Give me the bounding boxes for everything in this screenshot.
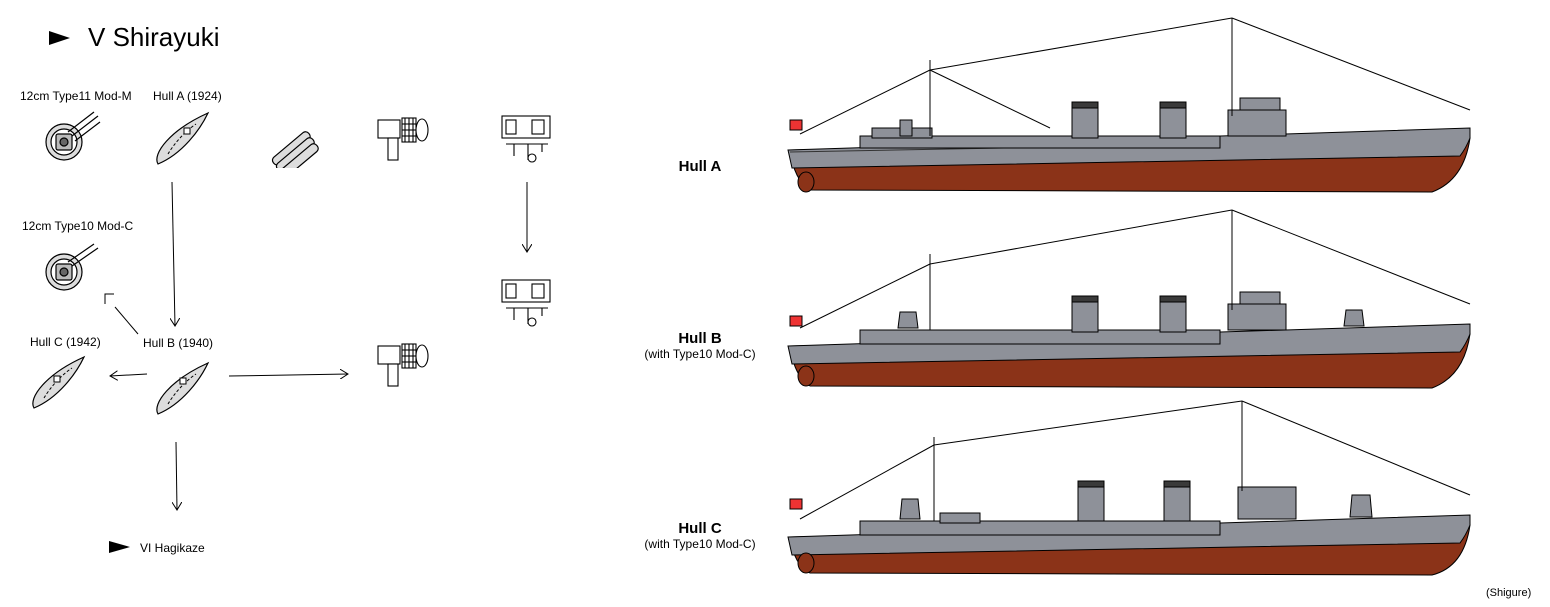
gun-m-label: 12cm Type11 Mod-M — [20, 89, 132, 103]
torpedo-icon — [271, 131, 319, 168]
ship-profile-hull-a — [787, 17, 1471, 193]
gun-turret-icon — [45, 243, 99, 291]
ship-profile-hull-c — [787, 400, 1471, 576]
hull-b-profile-subtitle: (with Type10 Mod-C) — [644, 347, 756, 361]
next-arrow-icon — [109, 541, 130, 553]
hull-c-profile-title: Hull C — [678, 520, 722, 537]
hull-a-icon — [156, 111, 210, 165]
hull-a-label: Hull A (1924) — [153, 89, 222, 103]
hull-c-icon — [32, 355, 86, 409]
fire-control-icon — [377, 117, 429, 161]
engine-icon — [501, 279, 551, 327]
upgrade-connectors — [104, 181, 620, 607]
credit-label: (Shigure) — [1486, 587, 1532, 599]
hull-a-profile-title: Hull A — [678, 158, 722, 175]
ship-profile-hull-b — [787, 209, 1471, 389]
title-arrow-icon — [49, 31, 70, 45]
hull-c-label: Hull C (1942) — [30, 335, 101, 349]
hull-b-icon — [156, 361, 210, 415]
fire-control-icon — [377, 343, 429, 387]
hull-b-label: Hull B (1940) — [143, 336, 214, 350]
engine-icon — [501, 115, 551, 163]
gun-c-label: 12cm Type10 Mod-C — [22, 219, 134, 233]
gun-turret-icon — [45, 111, 101, 161]
hull-b-profile-title: Hull B — [678, 330, 722, 347]
hull-c-profile-subtitle: (with Type10 Mod-C) — [644, 537, 756, 551]
page-title: V Shirayuki — [88, 22, 220, 52]
next-tier-label: VI Hagikaze — [140, 541, 205, 555]
